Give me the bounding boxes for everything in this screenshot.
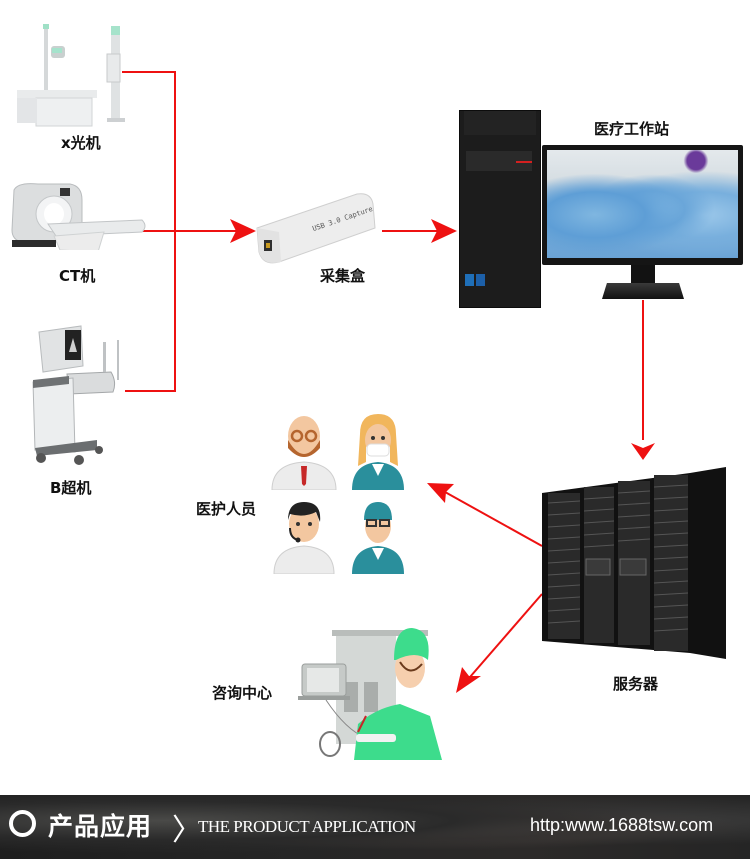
xray-machine-image <box>17 24 125 127</box>
workstation-monitor <box>542 145 743 265</box>
capture-box: USB 3.0 Capture <box>253 188 379 268</box>
chevron-right-icon: 〉 <box>172 813 202 848</box>
doctor-avatar-image <box>271 416 337 490</box>
staff-label: 医护人员 <box>196 500 257 518</box>
xray-label: x光机 <box>61 134 101 152</box>
consult-label: 咨询中心 <box>212 684 273 702</box>
ultrasound-label: B超机 <box>50 479 92 497</box>
doctor-avatar <box>270 414 338 490</box>
nurse-avatar <box>350 414 406 490</box>
arrow-to-capture-head <box>230 219 256 243</box>
operator-avatar-image <box>273 502 335 574</box>
arrow-to-pc-head <box>431 219 457 243</box>
server-rack-image <box>542 467 726 659</box>
capture-box-label: 采集盒 <box>320 267 366 285</box>
tower-red-strip <box>516 161 532 163</box>
ultrasound-machine <box>25 322 125 470</box>
ct-label: CT机 <box>59 267 96 285</box>
monitor-screen-surgery-image <box>547 150 738 258</box>
xray-machine <box>14 22 126 130</box>
arrow-to-server-head <box>631 443 655 460</box>
footer-banner: 产品应用 〉 THE PRODUCT APPLICATION http:www.… <box>0 795 750 859</box>
server-to-consult-link <box>469 593 543 678</box>
footer-title-cn: 产品应用 <box>48 812 153 841</box>
ct-scanner <box>8 180 148 250</box>
surgeon-avatar <box>350 498 406 574</box>
capture-box-image <box>256 193 376 264</box>
workstation-label: 医疗工作站 <box>594 120 670 138</box>
arrow-to-staff-head <box>427 483 454 503</box>
tower-top <box>464 111 536 135</box>
server-rack <box>540 463 728 665</box>
consult-center <box>296 620 446 760</box>
server-label: 服务器 <box>613 675 659 693</box>
intel-badge <box>465 274 474 286</box>
monitor-base <box>602 283 684 299</box>
footer-url-link[interactable]: http:www.1688tsw.com <box>530 815 714 835</box>
nurse-avatar-image <box>352 414 404 490</box>
consult-center-image <box>298 628 442 760</box>
ultrasound-machine-image <box>32 325 119 465</box>
operator-avatar <box>272 498 336 574</box>
surgeon-avatar-image <box>352 502 404 574</box>
flower-ring-icon <box>9 810 36 837</box>
tower-panel <box>466 151 532 171</box>
ct-scanner-image <box>11 183 146 250</box>
footer-title-en: THE PRODUCT APPLICATION <box>198 817 416 836</box>
server-to-staff-link <box>444 491 543 547</box>
monitor-neck <box>631 265 655 285</box>
windows-badge <box>476 274 485 286</box>
arrow-to-consult-head <box>456 667 481 693</box>
pc-tower <box>459 110 541 308</box>
